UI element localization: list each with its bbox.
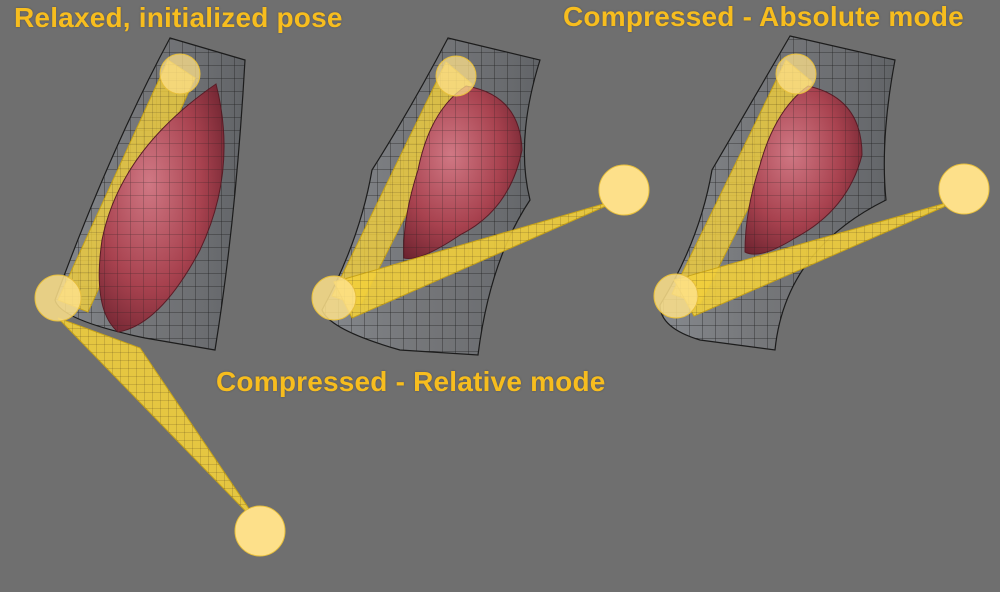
relaxed-figure xyxy=(34,37,286,557)
relative-figure xyxy=(311,37,650,356)
joint-end xyxy=(598,164,650,216)
absolute-figure xyxy=(653,35,990,351)
joint-top xyxy=(435,55,477,97)
caption-relative: Compressed - Relative mode xyxy=(216,366,606,397)
joint-elbow xyxy=(311,275,357,321)
caption-relaxed: Relaxed, initialized pose xyxy=(14,2,343,33)
joint-end xyxy=(234,505,286,557)
joint-elbow xyxy=(34,274,82,322)
joint-elbow xyxy=(653,273,699,319)
caption-absolute: Compressed - Absolute mode xyxy=(563,1,964,32)
joint-end xyxy=(938,163,990,215)
joint-top xyxy=(159,53,201,95)
joint-top xyxy=(775,53,817,95)
